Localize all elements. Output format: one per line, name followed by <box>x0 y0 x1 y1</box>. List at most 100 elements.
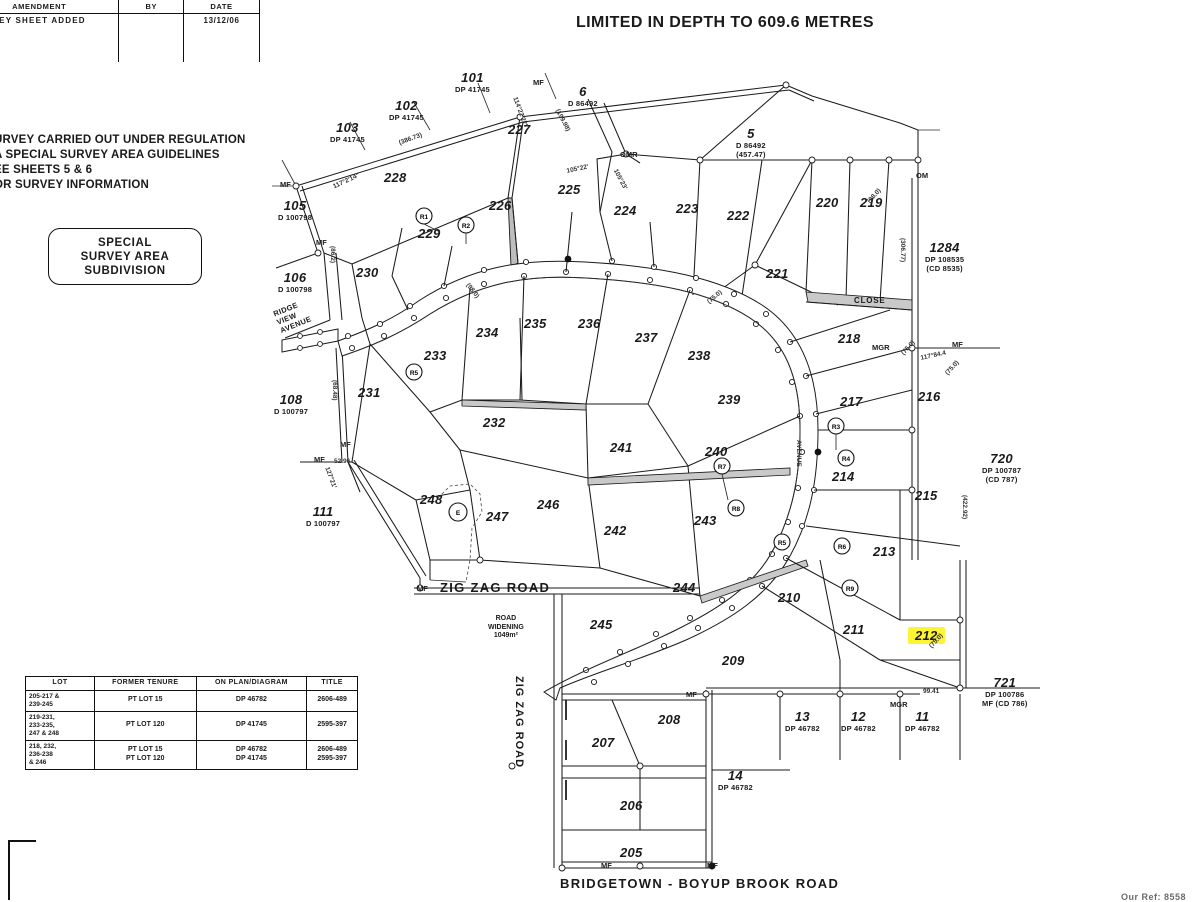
parcel-1284: 1284 DP 108535 (CD 8535) <box>925 240 964 273</box>
parcel-103-plan: DP 41745 <box>330 135 365 144</box>
lot-label-205: 205 <box>620 845 643 860</box>
parcel-11-plan: DP 46782 <box>905 724 940 733</box>
lot-label-246: 246 <box>537 497 560 512</box>
parcel-101-number: 101 <box>461 70 484 85</box>
lot-label-231: 231 <box>358 385 381 400</box>
parcel-5-plan: D 86492 <box>736 141 766 150</box>
parcel-105: 105 D 100798 <box>278 198 312 222</box>
tenure-row-2-lot: 219-231, 233-235, 247 & 248 <box>25 710 95 741</box>
parcel-721-cd: MF (CD 786) <box>982 699 1028 708</box>
lot-label-225: 225 <box>558 182 581 197</box>
amendment-cell-description: VEY SHEET ADDED <box>0 13 120 62</box>
survey-mark-mf-7: MF <box>952 340 963 349</box>
lot-label-226: 226 <box>489 198 512 213</box>
parcel-720-plan: DP 100787 <box>982 466 1022 475</box>
survey-mark-mf-4: MF <box>340 440 351 449</box>
lot-label-223: 223 <box>676 201 699 216</box>
tenure-row-1-title: 2606-489 <box>306 689 358 712</box>
survey-mark-mf-5: MF <box>417 584 428 593</box>
parcel-1284-plan: DP 108535 <box>925 255 965 264</box>
survey-mark-omr: OMR <box>620 150 638 159</box>
tenure-row-1-lot: 205-217 & 239-245 <box>25 689 95 712</box>
lot-label-216: 216 <box>918 389 941 404</box>
lot-label-212-highlighted: 212 <box>908 627 945 644</box>
survey-mark-om: OM <box>916 171 929 180</box>
lot-label-214: 214 <box>832 469 855 484</box>
parcel-11: 11 DP 46782 <box>905 709 940 733</box>
road-label-close: CLOSE <box>854 296 886 305</box>
parcel-108: 108 D 100797 <box>274 392 308 416</box>
dimension-306-77: (306.77) <box>899 238 906 263</box>
tenure-row-3-former-tenure: PT LOT 15 PT LOT 120 <box>94 739 197 770</box>
survey-note-line-4: OR SURVEY INFORMATION <box>0 179 149 191</box>
survey-note-line-2: A SPECIAL SURVEY AREA GUIDELINES <box>0 149 220 161</box>
parcel-105-plan: D 100798 <box>278 213 313 222</box>
lot-label-213: 213 <box>873 544 896 559</box>
parcel-12-plan: DP 46782 <box>841 724 876 733</box>
tenure-row-2-title: 2595-397 <box>306 710 358 741</box>
parcel-720-cd: (CD 787) <box>985 475 1018 484</box>
svg-text:R3: R3 <box>832 424 841 431</box>
lot-label-244: 244 <box>673 580 696 595</box>
tenure-row-3-on-plan: DP 46782 DP 41745 <box>195 739 308 770</box>
parcel-102-number: 102 <box>395 98 418 113</box>
parcel-5: 5 D 86492 (457.47) <box>736 126 766 159</box>
parcel-14: 14 DP 46782 <box>718 768 753 792</box>
amendment-header-by: BY <box>118 0 185 14</box>
lot-label-239: 239 <box>718 392 741 407</box>
parcel-108-plan: D 100797 <box>274 407 309 416</box>
lot-label-220: 220 <box>816 195 839 210</box>
special-box-line-1: SPECIAL <box>97 236 153 249</box>
dimension-52-96: 52.96 <box>334 458 351 465</box>
parcel-1284-number: 1284 <box>929 240 960 255</box>
parcel-102: 102 DP 41745 <box>389 98 424 122</box>
road-widening-line-2: WIDENING <box>488 623 524 631</box>
dimension-86-2: (86.2) <box>329 246 336 263</box>
road-label-zig-zag-horizontal: ZIG ZAG ROAD <box>440 580 551 595</box>
parcel-5-number: 5 <box>747 126 755 141</box>
lot-label-227: 227 <box>508 122 531 137</box>
parcel-105-number: 105 <box>283 198 307 213</box>
road-label-zig-zag-vertical: ZIG ZAG ROAD <box>513 676 525 769</box>
footer-reference: Our Ref: 8558 <box>1120 892 1186 902</box>
parcel-14-plan: DP 46782 <box>718 783 753 792</box>
parcel-13-number: 13 <box>794 709 810 724</box>
svg-text:R9: R9 <box>846 586 855 593</box>
parcel-101-plan: DP 41745 <box>455 85 490 94</box>
parcel-111-plan: D 100797 <box>306 519 341 528</box>
lot-label-236: 236 <box>578 316 601 331</box>
lot-label-237: 237 <box>635 330 658 345</box>
parcel-721-plan: DP 100786 <box>985 690 1025 699</box>
dimension-68-48: (68.48) <box>331 380 338 401</box>
road-widening-area: 1049m² <box>493 632 518 639</box>
survey-mark-mf-1: MF <box>280 180 291 189</box>
lot-label-222: 222 <box>727 208 750 223</box>
svg-text:R7: R7 <box>718 464 727 471</box>
parcel-12-number: 12 <box>850 709 866 724</box>
lot-label-219: 219 <box>860 195 883 210</box>
lot-label-224: 224 <box>614 203 637 218</box>
lot-label-208: 208 <box>658 712 681 727</box>
parcel-106-number: 106 <box>283 270 307 285</box>
parcel-108-number: 108 <box>279 392 303 407</box>
survey-note-line-3: EE SHEETS 5 & 6 <box>0 164 93 176</box>
lot-label-240: 240 <box>705 444 728 459</box>
tenure-row-2: 219-231, 233-235, 247 & 248 PT LOT 120 D… <box>25 710 358 741</box>
lot-label-218: 218 <box>838 331 861 346</box>
amendment-header-amendment: AMENDMENT <box>0 0 120 14</box>
survey-mark-mf-9: MF <box>601 861 612 870</box>
survey-mark-mf-6: MF <box>533 78 544 87</box>
lot-label-217: 217 <box>840 394 863 409</box>
parcel-111: 111 D 100797 <box>306 504 340 528</box>
tenure-row-2-former-tenure: PT LOT 120 <box>94 710 197 741</box>
special-survey-area-box: SPECIAL SURVEY AREA SUBDIVISION <box>48 228 202 285</box>
lot-label-229: 229 <box>418 226 441 241</box>
parcel-5-dimension: (457.47) <box>736 150 766 159</box>
parcel-12: 12 DP 46782 <box>841 709 876 733</box>
svg-text:R5: R5 <box>778 540 787 547</box>
survey-mark-mf-10: MF <box>707 861 718 870</box>
parcel-1284-cd: (CD 8535) <box>926 264 963 273</box>
lot-label-241: 241 <box>610 440 633 455</box>
